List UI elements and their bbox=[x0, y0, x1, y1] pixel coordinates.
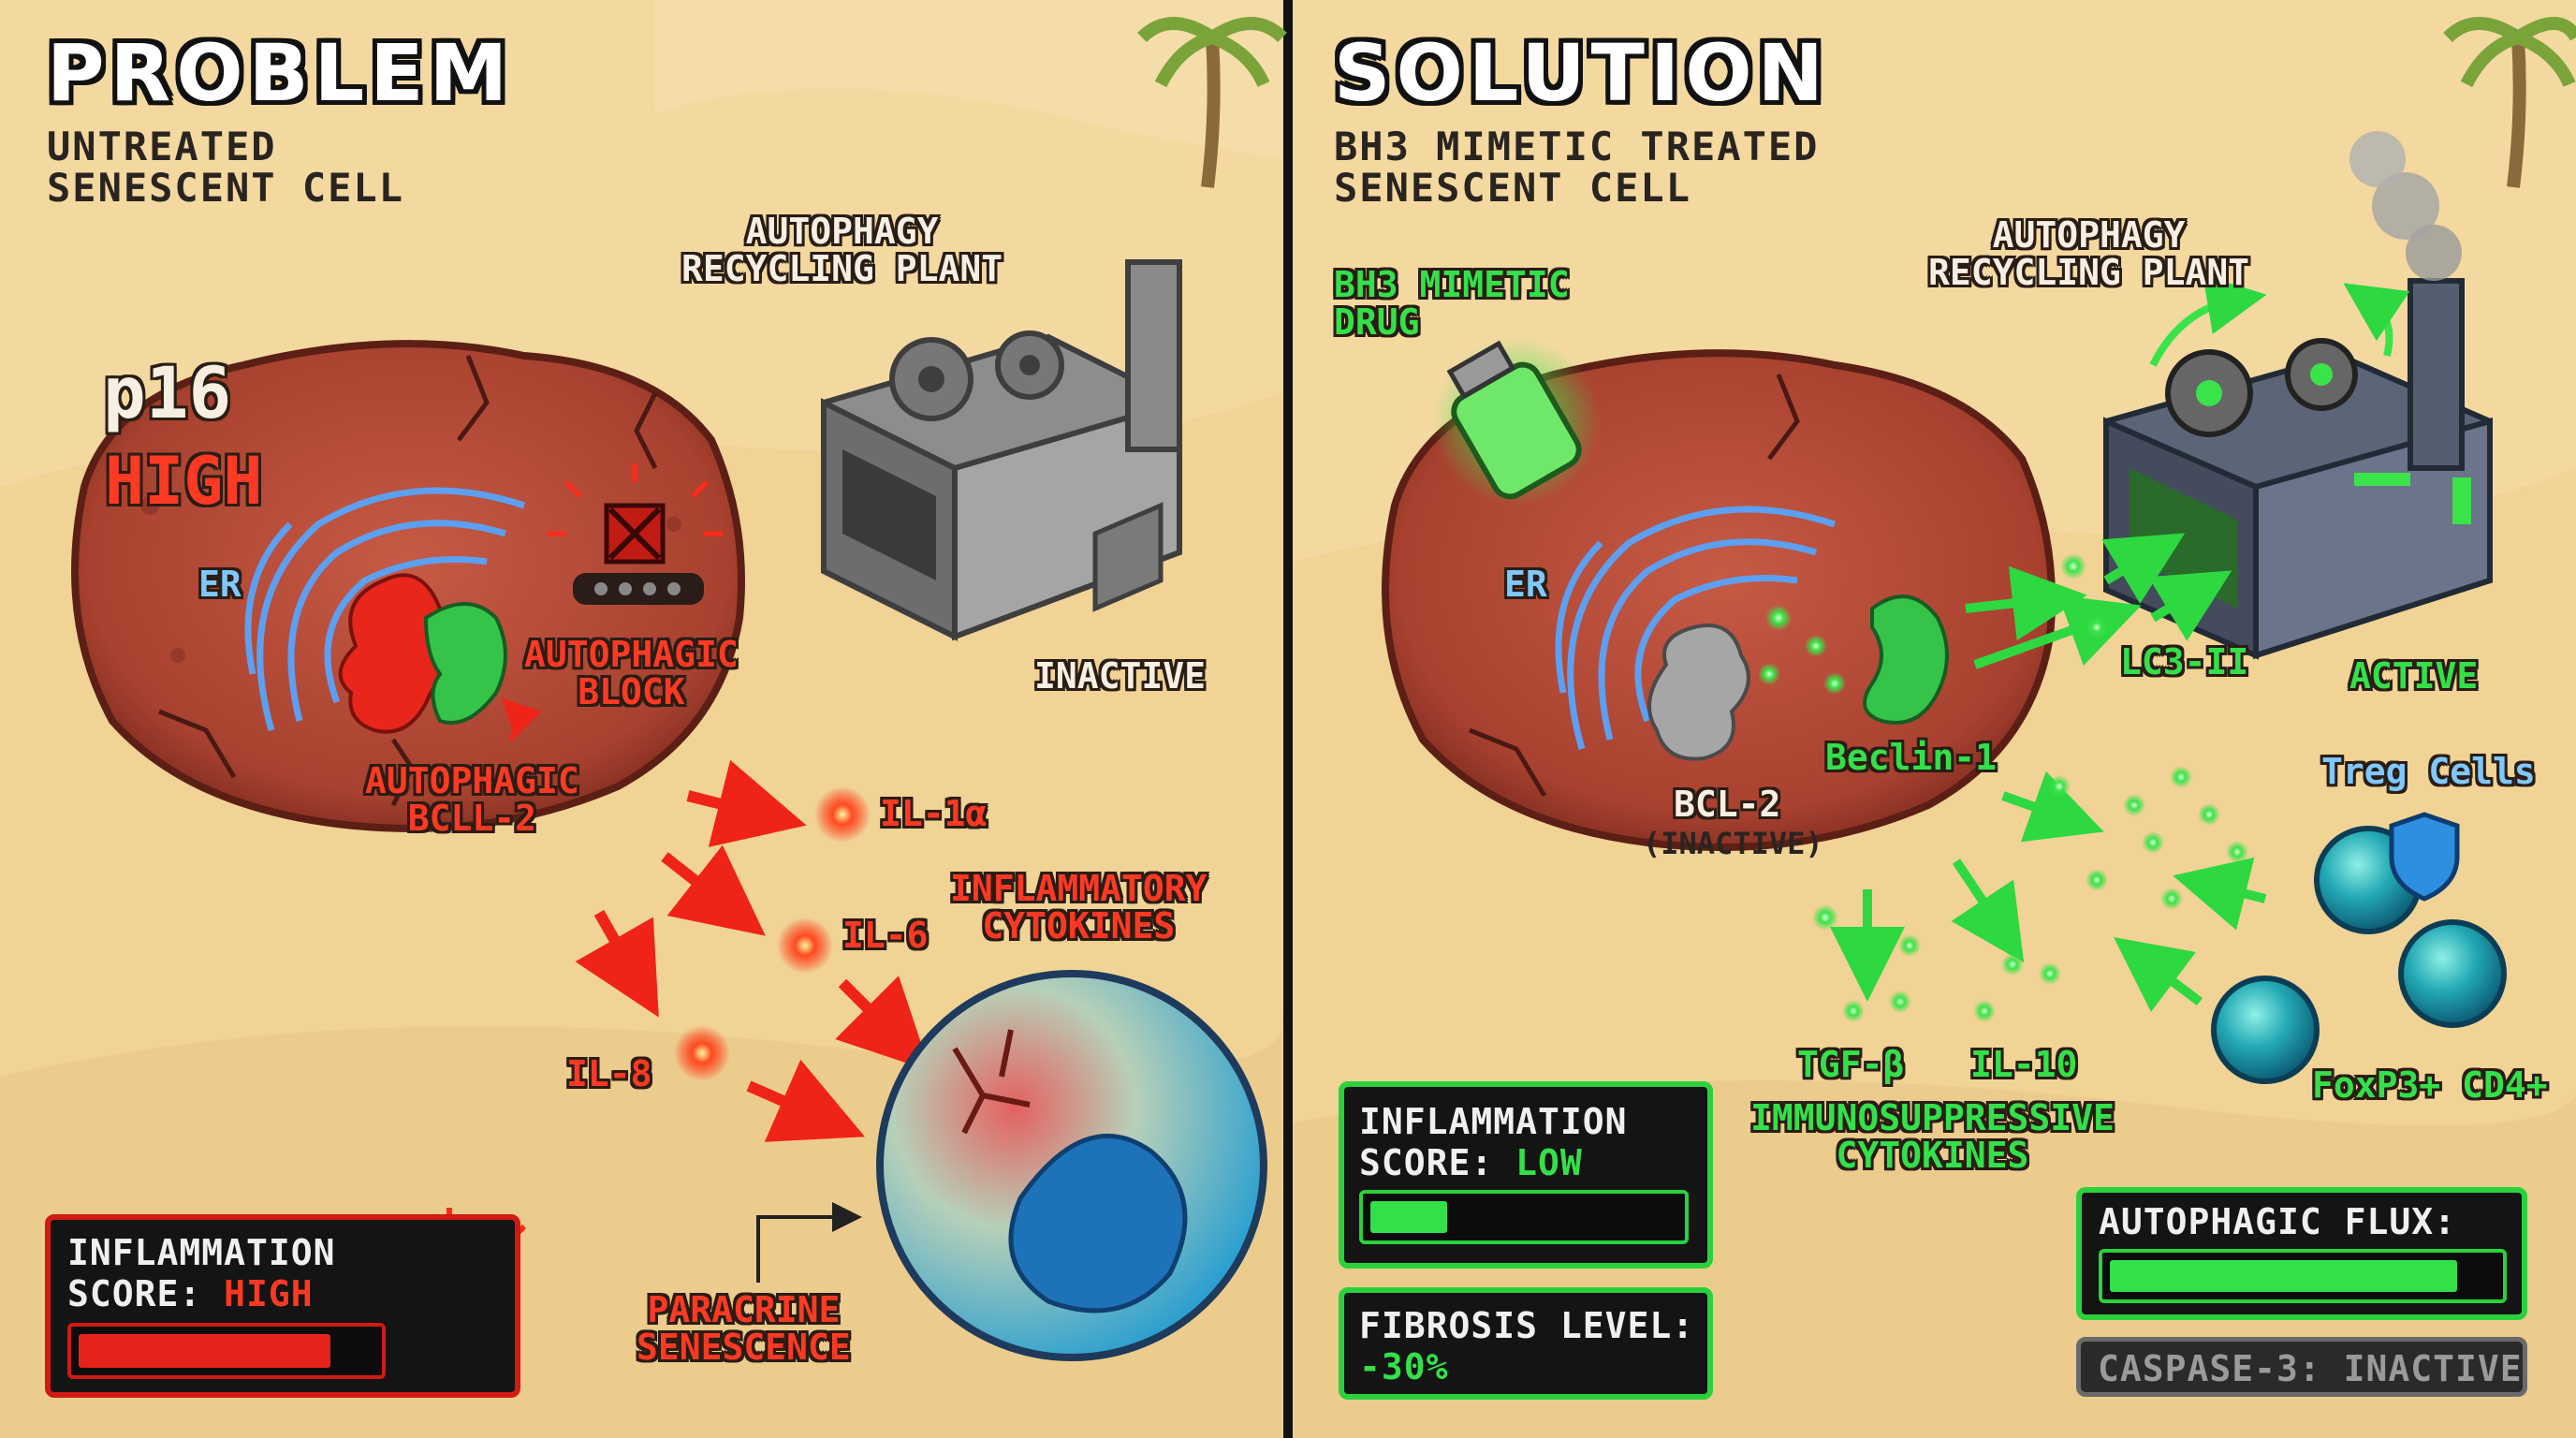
bh3-drug-label: BH3 MIMETIC DRUG bbox=[1334, 264, 1570, 343]
solution-title: SOLUTION bbox=[1334, 27, 1829, 119]
inflammatory-arrows bbox=[575, 759, 930, 1142]
il1a-label: IL-1α bbox=[880, 793, 988, 834]
autophagic-block-label: AUTOPHAGIC BLOCK bbox=[524, 634, 739, 712]
bcl2-label: BCL-2 bbox=[1674, 784, 1781, 825]
cell-spots bbox=[140, 496, 681, 795]
p16-label: p16 bbox=[103, 351, 232, 434]
fibrosis-label: FIBROSIS LEVEL: bbox=[1359, 1305, 1695, 1346]
endoplasmic-reticulum bbox=[1555, 506, 1837, 750]
fibrosis-value: -30% bbox=[1359, 1346, 1449, 1387]
cytokine-il6-icon bbox=[777, 917, 833, 974]
shield-icon bbox=[2389, 812, 2460, 902]
beclin-protein bbox=[423, 602, 507, 725]
foxp3-label: FoxP3+ CD4+ bbox=[2312, 1064, 2548, 1106]
autophagic-block-icon bbox=[548, 463, 723, 605]
il10-label: IL-10 bbox=[1970, 1044, 2078, 1085]
inflammation-bar bbox=[1359, 1190, 1689, 1244]
inflammation-score-panel: INFLAMMATION SCORE: LOW bbox=[1339, 1081, 1713, 1269]
autophagic-flux-bar bbox=[2099, 1249, 2507, 1303]
lc3-label: LC3-II bbox=[2120, 641, 2249, 682]
inflammation-score-panel: INFLAMMATION SCORE: HIGH bbox=[45, 1214, 520, 1398]
recycling-plant-inactive bbox=[821, 259, 1182, 641]
plant-status: INACTIVE bbox=[1034, 655, 1207, 697]
inflammation-score-text: INFLAMMATION SCORE: HIGH bbox=[67, 1232, 336, 1314]
inflammation-score-text: INFLAMMATION SCORE: LOW bbox=[1359, 1101, 1628, 1183]
bcl2-inactive-protein bbox=[1647, 624, 1750, 761]
cytokine-il8-icon bbox=[674, 1025, 730, 1081]
paracrine-senescence-label: PARACRINE SENESCENCE bbox=[637, 1289, 851, 1368]
treg-cells-label: Treg Cells bbox=[2321, 751, 2536, 792]
inflammation-score-label: INFLAMMATION SCORE: bbox=[1359, 1101, 1628, 1183]
inflammation-bar bbox=[67, 1323, 386, 1379]
paracrine-target-cell bbox=[876, 970, 1267, 1361]
autophagic-flux-bar-fill bbox=[2110, 1260, 2457, 1292]
immunosuppressive-label: IMMUNOSUPPRESSIVE CYTOKINES bbox=[1750, 1097, 2115, 1176]
solution-subtitle: BH3 MIMETIC TREATED SENESCENT CELL bbox=[1334, 124, 1820, 212]
plant-label: AUTOPHAGY RECYCLING PLANT bbox=[681, 211, 1003, 289]
caspase-status-panel: CASPASE-3: INACTIVE bbox=[2076, 1337, 2527, 1397]
plant-label: AUTOPHAGY RECYCLING PLANT bbox=[1928, 214, 2250, 293]
palm-tree-icon bbox=[2443, 17, 2576, 188]
caspase-status: CASPASE-3: INACTIVE bbox=[2098, 1348, 2523, 1389]
tgfb-label: TGF-β bbox=[1797, 1044, 1905, 1085]
autophagic-flux-text: AUTOPHAGIC FLUX: +++ bbox=[2099, 1201, 2522, 1284]
inflammation-score-value: LOW bbox=[1515, 1141, 1583, 1183]
palm-tree-icon bbox=[1137, 17, 1287, 188]
inflammation-score-label: INFLAMMATION SCORE: bbox=[67, 1232, 336, 1314]
inflammation-bar-fill bbox=[1370, 1201, 1447, 1233]
cell-cracks bbox=[1469, 374, 1800, 798]
er-label: ER bbox=[1504, 564, 1547, 605]
inflammation-score-value: HIGH bbox=[224, 1272, 314, 1314]
beclin1-protein bbox=[1863, 594, 1949, 725]
autophagic-bcl2-label: AUTOPHAGIC BCLL-2 bbox=[365, 760, 579, 839]
fibrosis-panel: FIBROSIS LEVEL: -30% bbox=[1339, 1287, 1713, 1400]
il6-label: IL-6 bbox=[842, 915, 929, 956]
inflammatory-cytokines-label: INFLAMMATORY CYTOKINES bbox=[950, 868, 1208, 946]
endoplasmic-reticulum bbox=[244, 487, 526, 731]
bh3-drug-vial-icon bbox=[1432, 337, 1601, 506]
beclin1-label: Beclin-1 bbox=[1825, 737, 1998, 778]
il8-label: IL-8 bbox=[566, 1053, 652, 1094]
paracrine-arrow bbox=[756, 1202, 862, 1283]
plant-status: ACTIVE bbox=[2349, 655, 2479, 697]
problem-title: PROBLEM bbox=[47, 27, 514, 119]
er-label: ER bbox=[198, 564, 242, 605]
bcl2-arrow bbox=[501, 697, 542, 741]
panel-divider bbox=[1283, 0, 1293, 1438]
cytokine-il1a-icon bbox=[814, 786, 871, 843]
cytokine-particles bbox=[1758, 553, 2248, 1022]
inflammation-bar-fill bbox=[79, 1334, 330, 1368]
autophagic-flux-label: AUTOPHAGIC FLUX: bbox=[2099, 1201, 2457, 1242]
p16-level: HIGH bbox=[105, 443, 263, 520]
problem-subtitle: UNTREATED SENESCENT CELL bbox=[47, 124, 405, 212]
autophagy-arrows bbox=[1830, 533, 2267, 1012]
bcl2-state: (INACTIVE) bbox=[1643, 826, 1823, 861]
autophagic-flux-panel: AUTOPHAGIC FLUX: +++ bbox=[2076, 1187, 2527, 1320]
recycling-plant-active bbox=[2103, 131, 2493, 660]
